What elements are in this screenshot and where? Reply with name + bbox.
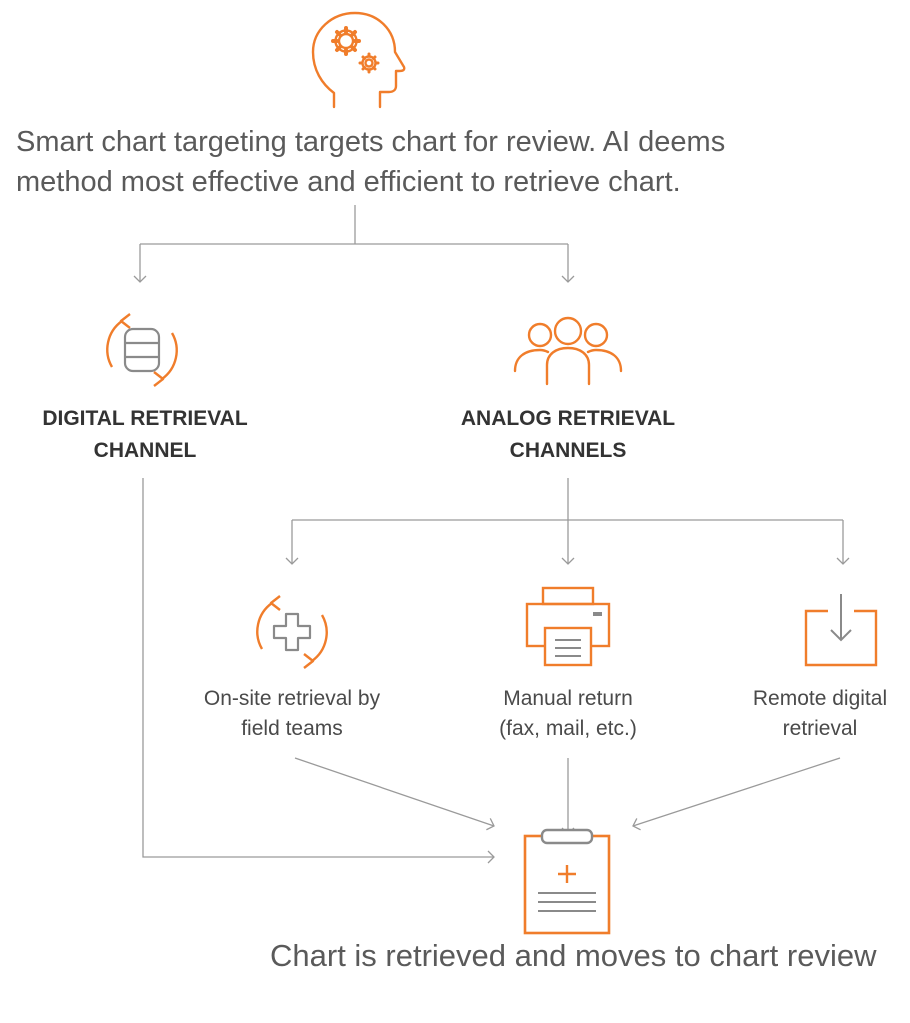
arrow-digital-to-result [142, 478, 495, 864]
onsite-retrieval-label: On-site retrieval by field teams [172, 684, 412, 744]
arrow-remote-to-result [632, 757, 841, 831]
clipboard-medical-icon [523, 828, 611, 935]
onsite-line-2: field teams [241, 717, 343, 740]
intro-line-1: Smart chart targeting targets chart for … [16, 126, 726, 158]
arrow-onsite-to-result [294, 757, 495, 831]
intro-line-2: method most effective and efficient to r… [16, 166, 681, 198]
manual-return-label: Manual return (fax, mail, etc.) [448, 684, 688, 744]
people-group-icon [513, 316, 623, 386]
printer-icon [525, 586, 611, 667]
connectors [133, 205, 850, 864]
manual-line-2: (fax, mail, etc.) [499, 717, 637, 740]
analog-channel-line-1: ANALOG RETRIEVAL [460, 407, 676, 430]
onsite-line-1: On-site retrieval by [203, 687, 381, 710]
sync-database-icon [106, 313, 178, 387]
remote-line-1: Remote digital [752, 687, 888, 710]
digital-channel-line-1: DIGITAL RETRIEVAL [42, 407, 248, 430]
analog-channel-line-2: CHANNELS [509, 439, 627, 462]
intro-text: Smart chart targeting targets chart for … [0, 122, 740, 202]
head-with-gears-icon [311, 11, 406, 109]
inbox-download-icon [804, 594, 878, 667]
remote-retrieval-label: Remote digital retrieval [730, 684, 910, 744]
manual-line-1: Manual return [503, 687, 633, 710]
remote-line-2: retrieval [782, 717, 858, 740]
sync-medical-cross-icon [256, 595, 328, 669]
digital-channel-line-2: CHANNEL [93, 439, 197, 462]
analog-channel-label: ANALOG RETRIEVAL CHANNELS [433, 403, 703, 467]
result-text: Chart is retrieved and moves to chart re… [270, 938, 877, 973]
digital-channel-label: DIGITAL RETRIEVAL CHANNEL [10, 403, 280, 467]
